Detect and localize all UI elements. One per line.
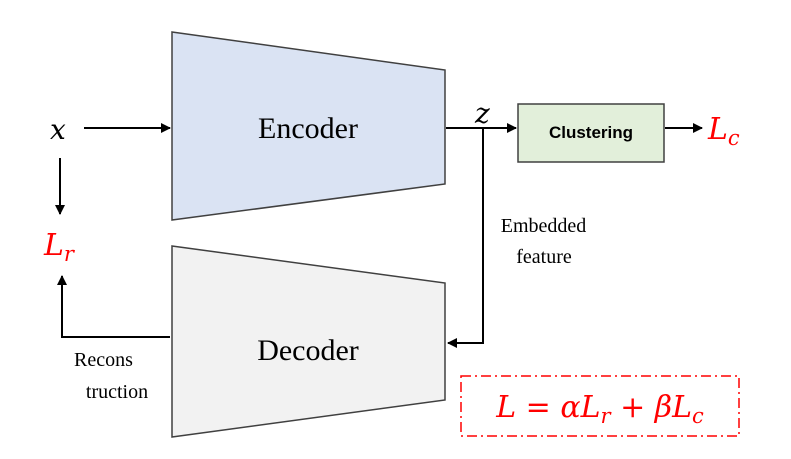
total-loss-Lr-sub: r	[601, 404, 613, 428]
total-loss-formula: L = αLr + βLc	[495, 390, 704, 428]
recon-note-line1: Recons	[74, 349, 133, 371]
decoder-label: Decoder	[257, 334, 359, 367]
total-loss-Lc-base: L	[671, 390, 692, 425]
total-loss-alpha: α	[560, 390, 580, 425]
total-loss-Lc-sub: c	[692, 404, 704, 428]
encoder-label: Encoder	[258, 112, 358, 145]
recon-loss-base: L	[43, 228, 64, 263]
embedded-note-line1: Embedded	[501, 215, 587, 237]
clustering-label: Clustering	[549, 123, 633, 142]
total-loss-eq: =	[516, 390, 560, 425]
total-loss-Lr-base: L	[580, 390, 601, 425]
clustering-block	[517, 103, 665, 163]
reconstruction-loss-label: Lr	[43, 228, 76, 266]
cluster-loss-sub: c	[728, 126, 740, 150]
embedded-feature-note: Embedded feature	[501, 215, 592, 268]
total-loss-L: L	[495, 390, 516, 425]
arrow-decoder-to-recon-loss	[57, 275, 170, 338]
arrow-latent-to-decoder	[447, 128, 484, 348]
recon-note-line2: truction	[86, 381, 148, 403]
total-loss-beta: β	[654, 390, 672, 425]
cluster-loss-base: L	[707, 112, 728, 147]
encoder-block	[171, 31, 446, 221]
reconstruction-note: Recons truction	[74, 349, 148, 403]
total-loss-plus: +	[611, 390, 655, 425]
latent-label: z	[474, 97, 490, 130]
recon-loss-sub: r	[64, 242, 76, 266]
decoder-block	[171, 245, 446, 438]
input-label: x	[50, 113, 66, 146]
embedded-note-line2: feature	[516, 246, 572, 268]
clustering-loss-label: Lc	[707, 112, 740, 150]
total-loss-box	[460, 375, 740, 437]
